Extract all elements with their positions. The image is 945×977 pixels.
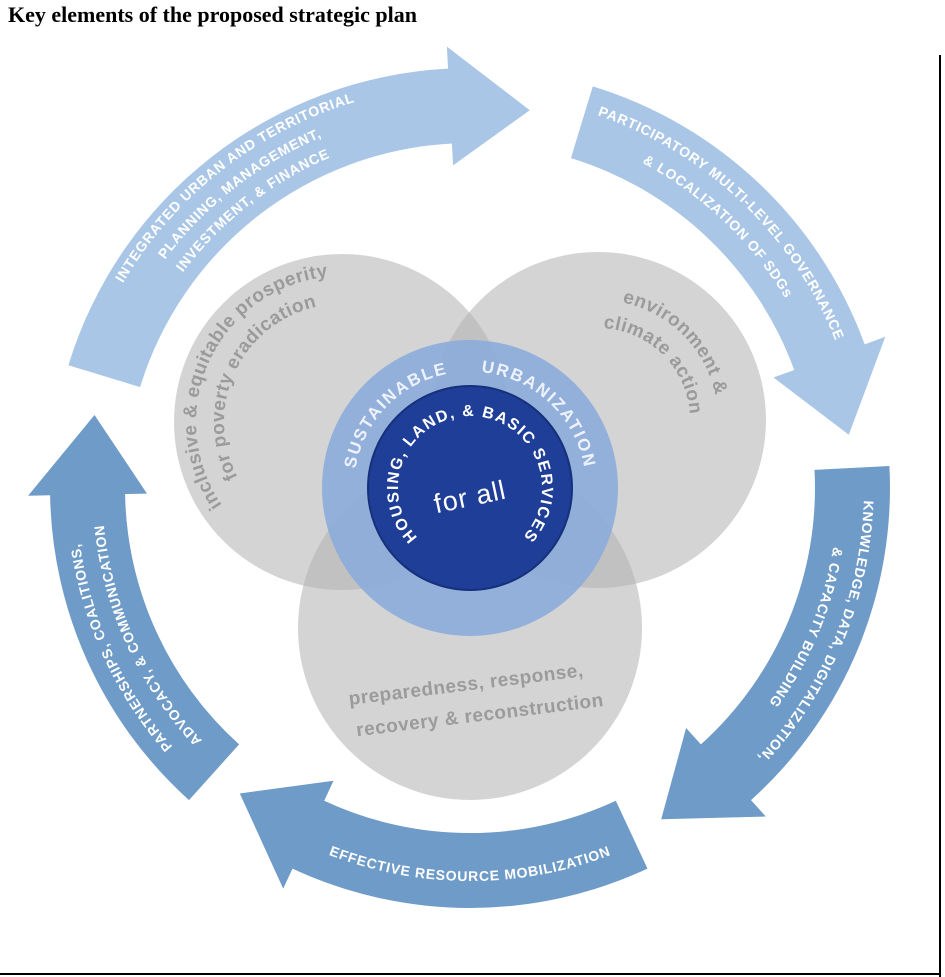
- arrow-resources: [239, 780, 648, 908]
- arrow-partnerships: [28, 415, 240, 801]
- arrow-planning: [68, 46, 530, 388]
- page-title: Key elements of the proposed strategic p…: [8, 2, 417, 27]
- arrow-governance: [570, 86, 886, 435]
- page-border-bottom: [0, 973, 941, 975]
- page-border-right: [939, 55, 941, 977]
- housing-core-circle: [367, 385, 573, 591]
- arrow-knowledge: [661, 466, 890, 820]
